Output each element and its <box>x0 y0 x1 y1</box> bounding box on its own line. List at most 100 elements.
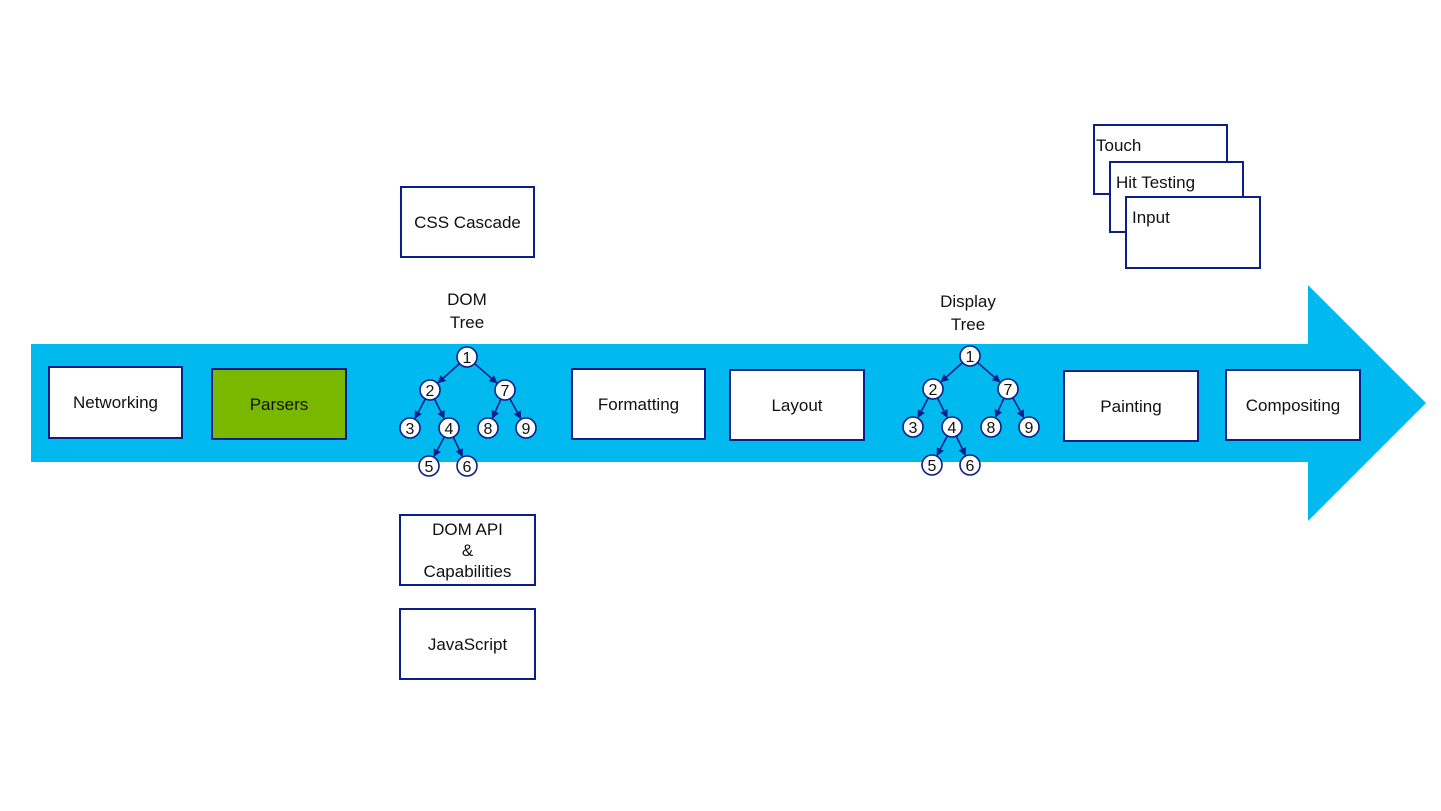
tree-node-label: 3 <box>909 420 918 437</box>
tree-node-circle <box>1018 416 1040 438</box>
tree-node-label: 5 <box>425 459 434 476</box>
dom-tree-title-line2: Tree <box>449 313 485 332</box>
tree-node-6: 6 <box>456 455 478 477</box>
tree-node-circle <box>419 379 441 401</box>
tree-node-6: 6 <box>959 454 981 476</box>
tree-node-1: 1 <box>959 345 981 367</box>
hit-testing-label: Hit Testing <box>1116 173 1196 192</box>
tree-node-8: 8 <box>980 416 1002 438</box>
tree-node-circle <box>902 416 924 438</box>
tree-node-2: 2 <box>419 379 441 401</box>
tree-node-circle <box>980 416 1002 438</box>
tree-node-label: 7 <box>501 383 510 400</box>
tree-node-7: 7 <box>997 378 1019 400</box>
tree-node-circle <box>418 455 440 477</box>
input-box[interactable]: Input <box>1125 196 1261 269</box>
css-cascade-label: CSS Cascade <box>414 212 521 232</box>
stage-label: Layout <box>771 395 823 415</box>
tree-node-7: 7 <box>494 379 516 401</box>
tree-node-label: 4 <box>948 420 957 437</box>
stage-label: Formatting <box>597 394 680 414</box>
tree-edge-arrow <box>936 397 948 419</box>
tree-node-5: 5 <box>921 454 943 476</box>
tree-edge-arrow <box>994 397 1005 418</box>
tree-node-circle <box>515 417 537 439</box>
tree-edge-arrow <box>509 398 522 420</box>
tree-edge-arrow <box>414 398 427 420</box>
tree-node-label: 8 <box>484 421 493 438</box>
tree-node-4: 4 <box>941 416 963 438</box>
tree-node-label: 9 <box>1025 420 1034 437</box>
tree-node-label: 6 <box>966 458 975 475</box>
dom-api-label-line1: DOM API <box>432 519 503 539</box>
tree-node-4: 4 <box>438 417 460 439</box>
input-label: Input <box>1132 208 1170 227</box>
tree-node-1: 1 <box>456 346 478 368</box>
tree-node-9: 9 <box>1018 416 1040 438</box>
tree-node-circle <box>399 417 421 439</box>
stage-label: Compositing <box>1245 395 1341 415</box>
tree-node-label: 5 <box>928 458 937 475</box>
stage-compositing[interactable]: Compositing <box>1225 369 1361 441</box>
tree-node-circle <box>959 345 981 367</box>
tree-node-label: 8 <box>987 420 996 437</box>
stage-networking[interactable]: Networking <box>48 366 183 439</box>
tree-node-circle <box>438 417 460 439</box>
tree-node-3: 3 <box>399 417 421 439</box>
dom-api-label-line2: & <box>461 540 474 560</box>
tree-edge-arrow <box>474 362 498 384</box>
stage-layout[interactable]: Layout <box>729 369 865 441</box>
tree-node-label: 1 <box>463 350 472 367</box>
display-tree-title: Display Tree <box>908 290 1028 336</box>
dom-tree-title: DOM Tree <box>407 288 527 334</box>
stage-parsers[interactable]: Parsers <box>211 368 347 440</box>
tree-node-8: 8 <box>477 417 499 439</box>
tree-edge-arrow <box>940 362 964 383</box>
tree-edge-arrow <box>1012 397 1025 419</box>
tree-edge-arrow <box>452 436 464 457</box>
stage-formatting[interactable]: Formatting <box>571 368 706 440</box>
tree-edge-arrow <box>437 363 461 384</box>
dom-api-label-line3: Capabilities <box>423 561 512 581</box>
dom-tree-title-line1: DOM <box>447 290 487 309</box>
tree-edge-arrow <box>433 398 445 420</box>
tree-edge-arrow <box>977 361 1001 383</box>
tree-node-label: 1 <box>966 349 975 366</box>
tree-node-2: 2 <box>922 378 944 400</box>
tree-node-5: 5 <box>418 455 440 477</box>
tree-node-label: 9 <box>522 421 531 438</box>
javascript-box[interactable]: JavaScript <box>399 608 536 680</box>
tree-node-3: 3 <box>902 416 924 438</box>
css-cascade-box[interactable]: CSS Cascade <box>400 186 535 258</box>
tree-node-circle <box>494 379 516 401</box>
tree-node-circle <box>997 378 1019 400</box>
tree-node-circle <box>922 378 944 400</box>
tree-node-circle <box>921 454 943 476</box>
tree-node-circle <box>941 416 963 438</box>
tree-node-label: 4 <box>445 421 454 438</box>
tree-node-circle <box>477 417 499 439</box>
tree-edge-arrow <box>433 436 446 458</box>
display-tree-title-line1: Display <box>940 292 996 311</box>
pipeline-arrow-shape <box>31 285 1426 521</box>
dom-api-box[interactable]: DOM API & Capabilities <box>399 514 536 586</box>
javascript-label: JavaScript <box>427 634 508 654</box>
tree-node-label: 6 <box>463 459 472 476</box>
display-tree-title-line2: Tree <box>950 315 986 334</box>
stage-label: Parsers <box>249 394 309 414</box>
tree-node-9: 9 <box>515 417 537 439</box>
tree-edge-arrow <box>936 435 949 457</box>
stage-label: Networking <box>72 393 159 412</box>
tree-edge-arrow <box>917 397 930 419</box>
tree-node-circle <box>959 454 981 476</box>
tree-node-circle <box>456 455 478 477</box>
tree-node-label: 7 <box>1004 382 1013 399</box>
stage-painting[interactable]: Painting <box>1063 370 1199 442</box>
stage-label: Painting <box>1100 396 1162 416</box>
tree-edge-arrow <box>955 435 967 456</box>
tree-node-circle <box>456 346 478 368</box>
touch-label: Touch <box>1096 136 1142 155</box>
tree-edge-arrow <box>491 398 502 419</box>
